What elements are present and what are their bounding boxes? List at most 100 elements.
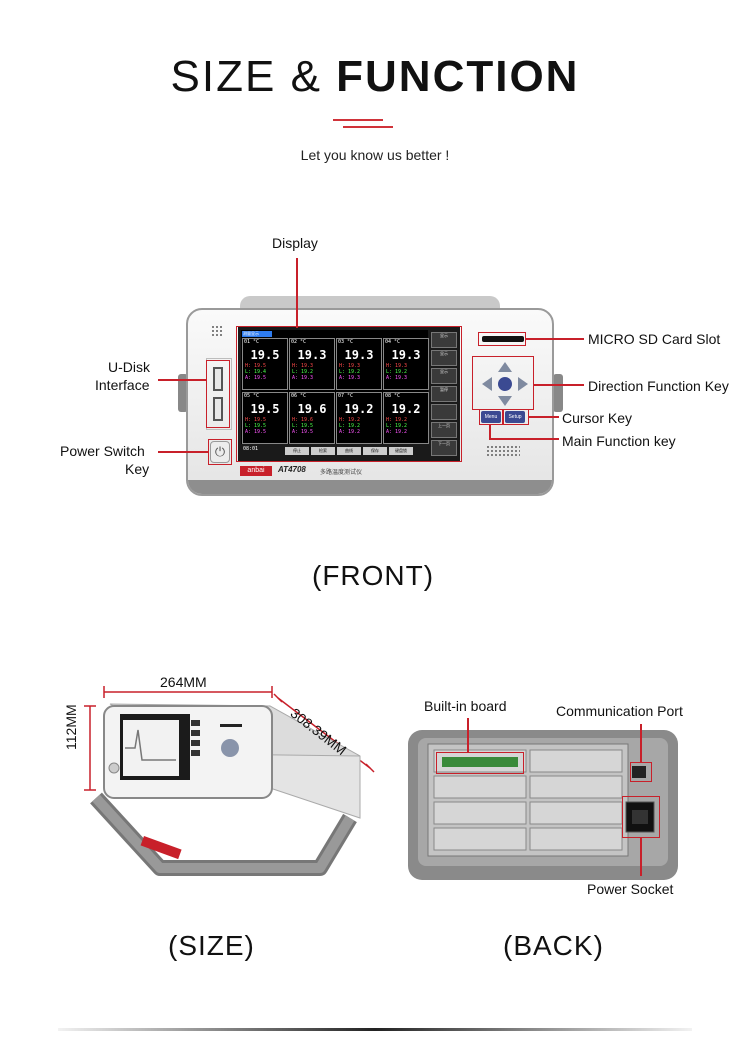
highlight-sd-slot	[478, 332, 526, 346]
channel-low: L: 19.2	[386, 369, 408, 375]
screen-side-button[interactable]: 显示	[431, 368, 457, 384]
menu-button[interactable]: Menu	[481, 411, 501, 423]
channel-id: 02 °C	[291, 339, 307, 345]
back-illustration	[408, 730, 678, 880]
screen-status-bar: 08:01 停止检索曲线保存键盘锁	[241, 444, 428, 458]
channel-value: 19.3	[344, 348, 374, 362]
screen-bottom-buttons: 停止检索曲线保存键盘锁	[285, 447, 413, 455]
screen-side-buttons: 显示显示显示暂停上一页下一页	[430, 330, 458, 458]
leader-udisk	[158, 379, 206, 381]
page-title: SIZE & FUNCTION	[0, 52, 750, 102]
dim-height: 112MM	[63, 704, 79, 750]
speaker-grille-icon	[211, 325, 223, 337]
screen-side-button[interactable]: 显示	[431, 332, 457, 348]
size-illustration	[84, 686, 375, 876]
screen-side-button[interactable]: 上一页	[431, 422, 457, 438]
channel-id: 06 °C	[291, 393, 307, 399]
channel-high: H: 19.2	[386, 417, 408, 423]
screen-side-button[interactable]: 暂停	[431, 386, 457, 402]
device-left-handle	[178, 374, 188, 412]
leader-direction	[534, 384, 584, 386]
channel-low: L: 19.5	[245, 423, 267, 429]
highlight-display	[236, 326, 462, 462]
channel-value: 19.5	[250, 402, 280, 416]
label-udisk-2: Interface	[95, 377, 150, 393]
arrow-up-icon[interactable]	[498, 362, 512, 372]
leader-comm	[640, 724, 642, 762]
arrow-left-icon[interactable]	[482, 377, 492, 391]
highlight-comm	[630, 762, 652, 782]
model-label: AT4708	[278, 465, 306, 474]
screen-side-button[interactable]	[431, 404, 457, 420]
highlight-power-socket	[622, 796, 660, 838]
title-bold: FUNCTION	[336, 52, 580, 101]
leader-main-h	[489, 438, 559, 440]
channel-low: L: 19.2	[339, 423, 361, 429]
leader-power	[158, 451, 208, 453]
channel-avg: A: 19.3	[386, 375, 408, 381]
page-subtitle: Let you know us better !	[300, 147, 450, 163]
channel-avg: A: 19.5	[292, 429, 314, 435]
channel-low: L: 19.4	[245, 369, 267, 375]
enter-key-icon[interactable]	[498, 377, 512, 391]
screen-bottom-button[interactable]: 停止	[285, 447, 309, 455]
model-sublabel: 多路温度测试仪	[320, 470, 363, 476]
screen-side-button[interactable]: 下一页	[431, 440, 457, 456]
channel-value: 19.2	[391, 402, 421, 416]
usb-port-1[interactable]	[213, 367, 223, 391]
arrow-right-icon[interactable]	[518, 377, 528, 391]
channel-high: H: 19.3	[339, 363, 361, 369]
leader-board	[467, 718, 469, 752]
screen-bottom-button[interactable]: 检索	[311, 447, 335, 455]
screen-header: 测量显示	[242, 331, 272, 337]
label-board: Built-in board	[424, 698, 507, 714]
bottom-divider	[58, 1028, 692, 1031]
caption-size: (SIZE)	[168, 930, 255, 961]
channel-avg: A: 19.3	[339, 375, 361, 381]
channel-value: 19.3	[297, 348, 327, 362]
label-sd-slot: MICRO SD Card Slot	[588, 331, 721, 347]
label-power-socket: Power Socket	[587, 881, 674, 897]
screen-bottom-button[interactable]: 键盘锁	[389, 447, 413, 455]
channel-avg: A: 19.5	[245, 375, 267, 381]
channel-avg: A: 19.2	[386, 429, 408, 435]
channel-avg: A: 19.5	[245, 429, 267, 435]
channel-avg: A: 19.3	[292, 375, 314, 381]
leader-cursor	[529, 416, 559, 418]
highlight-direction	[472, 356, 534, 410]
label-udisk-1: U-Disk	[108, 359, 150, 375]
speaker-grille-icon	[486, 445, 520, 457]
dim-width: 264MM	[160, 674, 207, 690]
screen-bottom-button[interactable]: 保存	[363, 447, 387, 455]
leader-power-socket	[640, 838, 642, 876]
channel-high: H: 19.5	[245, 363, 267, 369]
caption-back: (BACK)	[503, 930, 604, 961]
label-comm: Communication Port	[556, 703, 683, 719]
label-display: Display	[272, 235, 318, 251]
usb-port-2[interactable]	[213, 397, 223, 421]
setup-button[interactable]: Setup	[505, 411, 525, 423]
screen-bottom-button[interactable]: 曲线	[337, 447, 361, 455]
highlight-power	[208, 439, 232, 465]
channel-high: H: 19.6	[292, 417, 314, 423]
power-switch-icon[interactable]: ⏻	[210, 441, 230, 463]
channel-id: 04 °C	[385, 339, 401, 345]
title-light: SIZE &	[170, 52, 337, 101]
channel-high: H: 19.3	[386, 363, 408, 369]
device-base	[188, 480, 552, 494]
arrow-down-icon[interactable]	[498, 396, 512, 406]
screen-side-button[interactable]: 显示	[431, 350, 457, 366]
label-power-2: Key	[125, 461, 150, 477]
highlight-udisk	[206, 360, 230, 428]
channel-low: L: 19.2	[339, 369, 361, 375]
sd-card-slot[interactable]	[482, 336, 524, 342]
caption-front: (FRONT)	[312, 560, 435, 591]
leader-display	[296, 258, 298, 328]
channel-id: 08 °C	[385, 393, 401, 399]
screen-time: 08:01	[243, 446, 259, 452]
channel-id: 03 °C	[338, 339, 354, 345]
